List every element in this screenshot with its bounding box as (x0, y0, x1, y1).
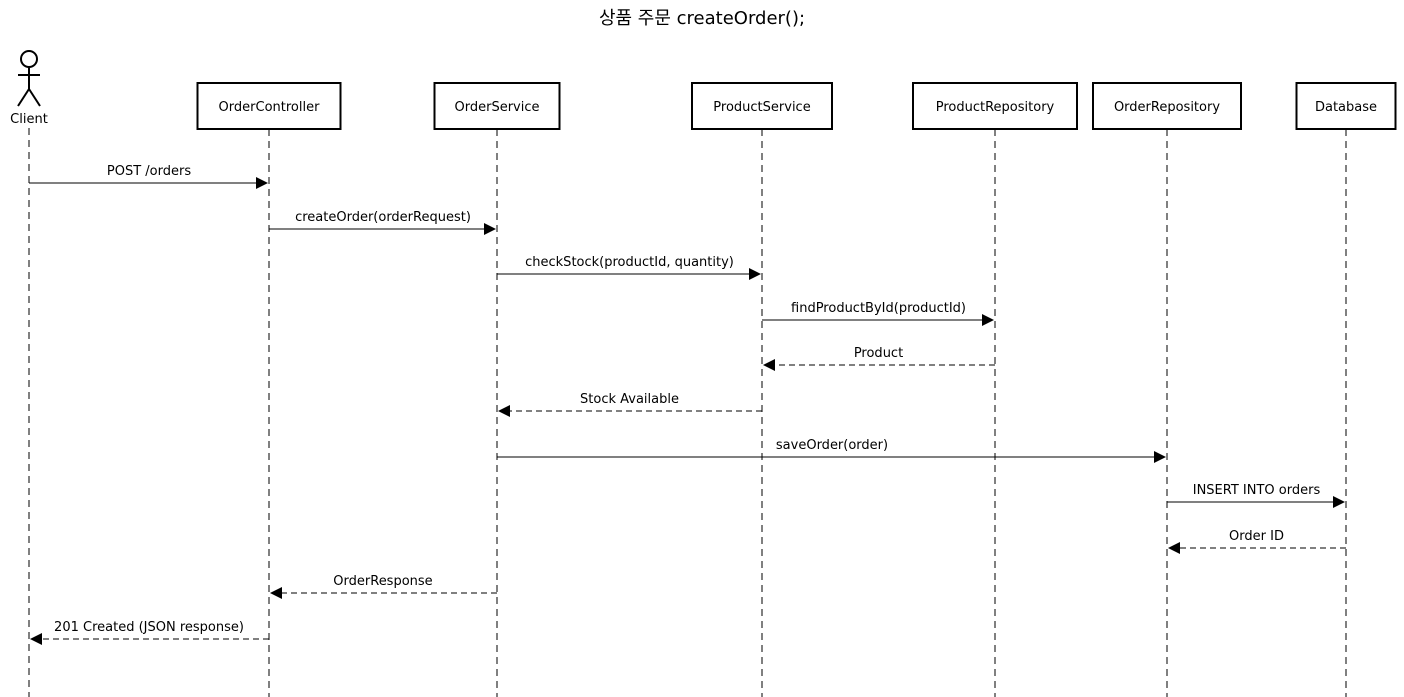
message-label: createOrder(orderRequest) (295, 210, 471, 225)
participant-label-product-service: ProductService (713, 100, 810, 115)
message: checkStock(productId, quantity) (497, 255, 761, 280)
participant-box-order-repository (1092, 82, 1242, 130)
message: saveOrder(order) (497, 438, 1166, 463)
message: INSERT INTO orders (1167, 483, 1345, 508)
participant-box-product-service (691, 82, 833, 130)
message-label: POST /orders (107, 164, 191, 179)
message: OrderResponse (270, 574, 497, 599)
message: 201 Created (JSON response) (30, 620, 269, 645)
participants: Client OrderController OrderService Product… (10, 50, 1397, 130)
message-label: Order ID (1229, 529, 1284, 544)
arrowhead-icon (270, 587, 282, 599)
participant-box-order-controller (196, 82, 342, 130)
message-label: checkStock(productId, quantity) (525, 255, 734, 270)
message: Order ID (1168, 529, 1346, 554)
participant-box-database (1295, 82, 1397, 130)
message-label: INSERT INTO orders (1193, 483, 1321, 498)
message: Product (763, 346, 995, 371)
message: Stock Available (498, 392, 762, 417)
participant-box-product-repository (912, 82, 1078, 130)
arrowhead-icon (982, 314, 994, 326)
arrowhead-icon (498, 405, 510, 417)
participant-label-order-controller: OrderController (219, 100, 321, 115)
message-label: findProductById(productId) (791, 301, 966, 316)
message-label: Product (854, 346, 903, 361)
participant-label-client: Client (10, 112, 48, 127)
diagram-title: 상품 주문 createOrder(); (599, 8, 805, 29)
arrowhead-icon (30, 633, 42, 645)
arrowhead-icon (1168, 542, 1180, 554)
message-label: Stock Available (580, 392, 679, 407)
participant-label-database: Database (1315, 100, 1377, 115)
participant-label-order-repository: OrderRepository (1114, 100, 1220, 115)
message-label: OrderResponse (333, 574, 432, 589)
actor-icon (17, 50, 41, 107)
participant-box-order-service (433, 82, 561, 130)
arrowhead-icon (749, 268, 761, 280)
arrowhead-icon (1154, 451, 1166, 463)
lifelines (28, 128, 1347, 697)
arrowhead-icon (256, 177, 268, 189)
message: findProductById(productId) (762, 301, 994, 326)
message-label: saveOrder(order) (776, 438, 888, 453)
message: createOrder(orderRequest) (269, 210, 496, 235)
participant-label-product-repository: ProductRepository (936, 100, 1055, 115)
messages: POST /orders createOrder(orderRequest) che… (29, 164, 1346, 645)
arrowhead-icon (1333, 496, 1345, 508)
participant-label-order-service: OrderService (455, 100, 540, 115)
arrowhead-icon (763, 359, 775, 371)
message: POST /orders (29, 164, 268, 189)
message-label: 201 Created (JSON response) (54, 620, 244, 635)
arrowhead-icon (484, 223, 496, 235)
